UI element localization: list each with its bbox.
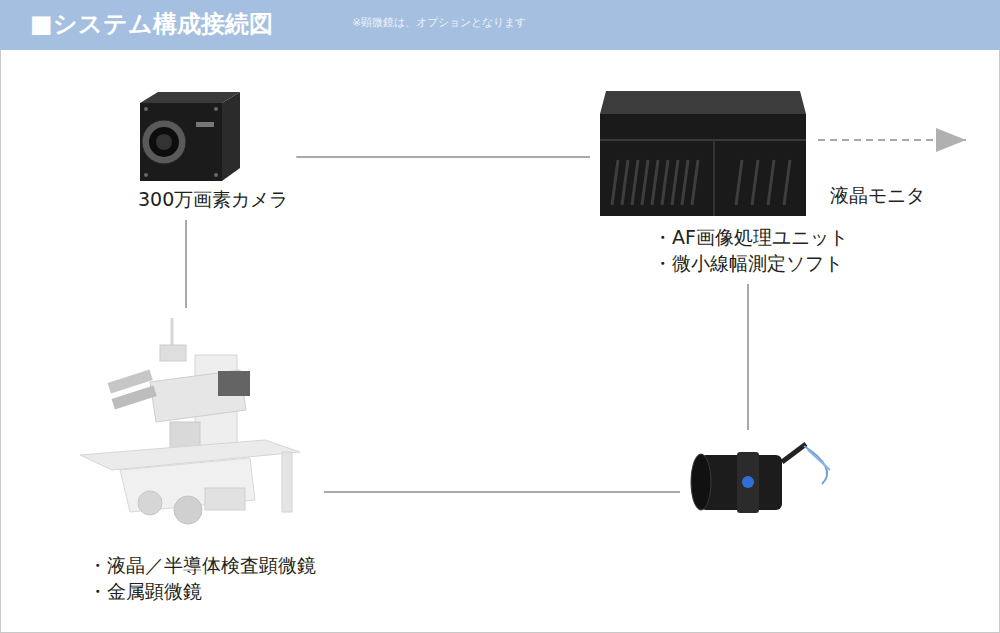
af-sensor-picture <box>691 444 830 513</box>
connector-line <box>324 492 680 493</box>
unit-top <box>600 91 806 114</box>
sensor-cable <box>782 444 806 462</box>
connector-line <box>296 157 590 158</box>
monitor-node: 液晶モニタ <box>822 120 970 212</box>
node-label: ・AF画像処理ユニット <box>653 224 848 250</box>
camera-lens-ring <box>142 120 186 164</box>
sensor-collar <box>737 452 759 513</box>
camera-picture <box>140 92 240 181</box>
sensor-window <box>742 476 754 488</box>
af-unit-picture <box>600 91 806 216</box>
note-text: ※顕微鏡は、オプションとなります <box>352 15 526 31</box>
microscope-node: ・液晶／半導体検査顕微鏡・金属顕微鏡 <box>75 316 303 534</box>
scope-knob <box>138 491 162 515</box>
microscope-picture <box>80 318 300 524</box>
sensor-end <box>691 454 711 510</box>
scope-port <box>160 345 186 361</box>
camera-side <box>222 92 240 181</box>
connector-line <box>748 284 749 430</box>
camera-screw <box>214 107 218 111</box>
label-group: ※顕微鏡は、オプションとなります <box>352 15 526 31</box>
scope-turret <box>170 422 200 448</box>
node-label: ・液晶／半導体検査顕微鏡 <box>88 552 316 578</box>
scope-eyepiece <box>112 385 157 409</box>
unit-seam <box>713 140 715 216</box>
camera-logo-plate <box>196 122 214 127</box>
scope-stage-arm <box>282 452 292 512</box>
scope-dark-block <box>218 371 250 396</box>
dashed-arrow <box>818 139 966 141</box>
node-label: 液晶モニタ <box>830 182 925 208</box>
scope-foot <box>205 488 245 510</box>
node-label: ・金属顕微鏡 <box>88 578 202 604</box>
camera-screw <box>144 173 148 177</box>
title: ■システム構成接続図 <box>30 9 273 39</box>
connector-line <box>186 220 187 308</box>
unit-groove <box>600 139 806 141</box>
camera-front <box>140 103 222 181</box>
sensor-fiber <box>808 450 830 470</box>
scope-bracket <box>171 318 174 345</box>
scope-knob <box>174 496 202 524</box>
camera-screw <box>144 107 148 111</box>
camera-node: 300万画素カメラ <box>138 90 242 183</box>
unit-node: ・AF画像処理ユニット・微小線幅測定ソフト <box>598 88 808 218</box>
unit-vents <box>612 160 790 205</box>
camera-screw <box>214 173 218 177</box>
camera-lens-core <box>156 134 172 150</box>
sensor-node <box>688 438 838 523</box>
node-label: ・微小線幅測定ソフト <box>653 250 843 276</box>
camera-lens <box>149 127 179 157</box>
node-label: 300万画素カメラ <box>138 186 288 212</box>
unit-front <box>600 114 806 216</box>
